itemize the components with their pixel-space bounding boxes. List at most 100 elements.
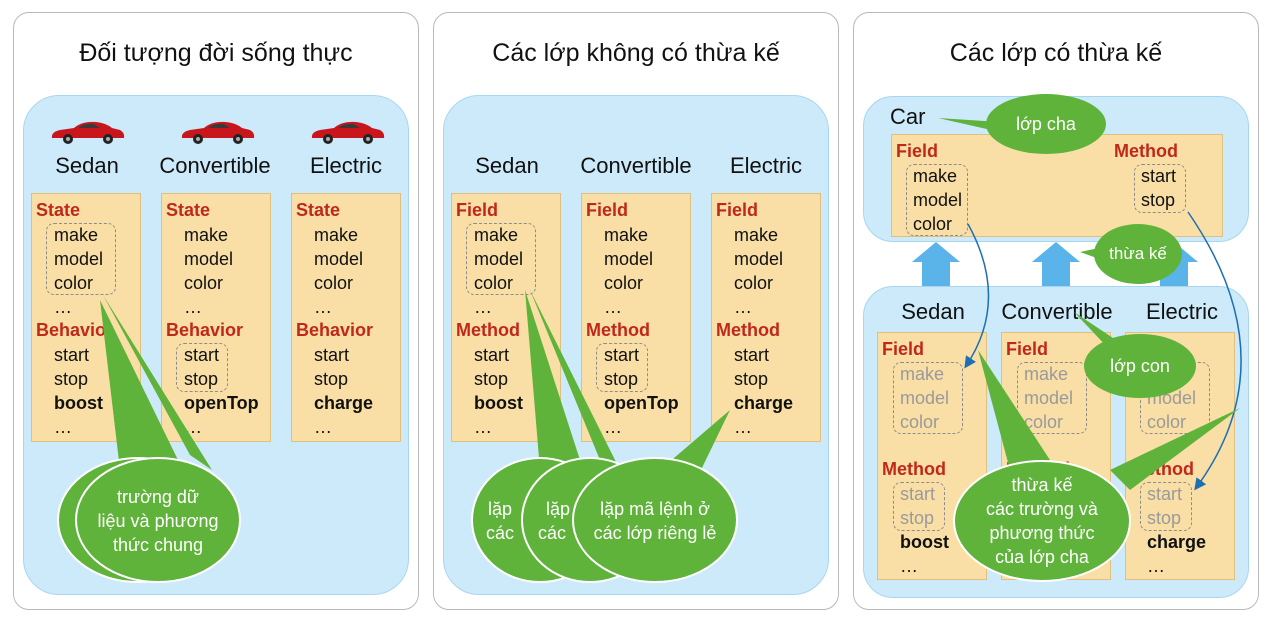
field-item: model (184, 249, 234, 269)
group-label: Method (1130, 459, 1194, 479)
field-item: make (184, 225, 229, 245)
bubble-text: các (485, 523, 514, 543)
group-label: Behavior (36, 320, 114, 340)
method-item: start (604, 345, 640, 365)
group-label: Method (456, 320, 520, 340)
duplicated-fields-outline (466, 223, 536, 295)
inherited-field-item: model (1024, 388, 1074, 408)
bubble-text: các lớp riêng lẻ (593, 523, 717, 543)
method-item: stop (184, 369, 219, 389)
group-label: Field (456, 200, 499, 220)
field-item: color (314, 273, 354, 293)
inherited-field-item: make (1024, 364, 1069, 384)
group-label: Field (896, 141, 939, 161)
class-name: Sedan (55, 153, 119, 178)
inherited-field-item: color (1024, 412, 1064, 432)
method-item: … (314, 417, 332, 437)
inherited-method-item: stop (1147, 508, 1182, 528)
car-icon (181, 121, 255, 144)
field-item: make (604, 225, 649, 245)
car-icon (311, 121, 385, 144)
inherited-fields-outline (893, 362, 963, 434)
field-item: color (734, 273, 774, 293)
method-item: stop (734, 369, 769, 389)
method-item: stop (1141, 190, 1176, 210)
field-item: color (604, 273, 644, 293)
class-name: Convertible (1001, 299, 1113, 324)
inherited-field-item: color (900, 412, 940, 432)
method-item-unique: charge (734, 393, 794, 413)
bubble-text: lớp cha (1016, 114, 1076, 134)
method-item: stop (604, 369, 639, 389)
method-item: start (54, 345, 90, 365)
group-label: State (166, 200, 211, 220)
bubble-text: thừa kế (1011, 475, 1073, 495)
method-item: start (474, 345, 510, 365)
field-item: model (734, 249, 784, 269)
method-item-unique: openTop (184, 393, 259, 413)
group-label: Behavior (166, 320, 244, 340)
bubble-text: phương thức (989, 523, 1095, 543)
method-item: start (314, 345, 350, 365)
inherited-method-item: start (1147, 484, 1183, 504)
group-label: Behavior (296, 320, 374, 340)
inherited-field-item: make (900, 364, 945, 384)
method-item-unique: openTop (604, 393, 679, 413)
field-item: … (474, 297, 492, 317)
inherited-method-item: start (900, 484, 936, 504)
class-name: Electric (309, 153, 383, 178)
field-item: make (314, 225, 359, 245)
bubble-text: các trường và (986, 499, 1098, 519)
parent-class-name: Car (890, 104, 926, 129)
field-item: … (604, 297, 622, 317)
group-label: Field (716, 200, 759, 220)
field-item: color (54, 273, 94, 293)
field-item: … (184, 297, 202, 317)
method-item: … (604, 417, 622, 437)
bubble-text: liệu và phương (97, 511, 219, 531)
bubble-text: trường dữ (117, 487, 199, 507)
group-label: Field (586, 200, 629, 220)
class-box-electric (291, 193, 401, 442)
inherited-field-item: color (1147, 412, 1187, 432)
method-item: start (1141, 166, 1177, 186)
bubble-text: lặp (545, 499, 571, 519)
class-name: Convertible (159, 153, 271, 178)
inherited-field-item: model (900, 388, 950, 408)
field-item: color (913, 214, 953, 234)
method-item: … (184, 417, 202, 437)
field-item: model (604, 249, 654, 269)
method-item: stop (54, 369, 89, 389)
field-item: color (184, 273, 224, 293)
class-box-electric (711, 193, 821, 442)
bubble-text: các (537, 523, 566, 543)
method-item-unique: charge (314, 393, 374, 413)
shared-fields-outline (46, 223, 116, 295)
field-item: model (913, 190, 963, 210)
method-item: start (184, 345, 220, 365)
method-item: stop (314, 369, 349, 389)
method-item: … (474, 417, 492, 437)
field-item: model (54, 249, 104, 269)
method-item: … (900, 556, 918, 576)
method-item-unique: boost (474, 393, 523, 413)
method-item-unique: charge (1147, 532, 1207, 552)
inherited-methods-outline (893, 482, 945, 531)
class-name: Electric (729, 153, 803, 178)
method-item: … (1147, 556, 1165, 576)
group-label: State (36, 200, 81, 220)
field-item: model (474, 249, 524, 269)
field-item: … (314, 297, 332, 317)
group-label: Method (882, 459, 946, 479)
car-icon (51, 121, 125, 144)
field-item: model (314, 249, 364, 269)
method-item: stop (474, 369, 509, 389)
method-item-unique: boost (54, 393, 103, 413)
class-name: Sedan (475, 153, 539, 178)
inherited-method-item: stop (900, 508, 935, 528)
bubble-text: lặp mã lệnh ở (600, 499, 710, 519)
field-item: make (734, 225, 779, 245)
group-label: Method (586, 320, 650, 340)
method-item-unique: boost (900, 532, 949, 552)
field-item: … (734, 297, 752, 317)
